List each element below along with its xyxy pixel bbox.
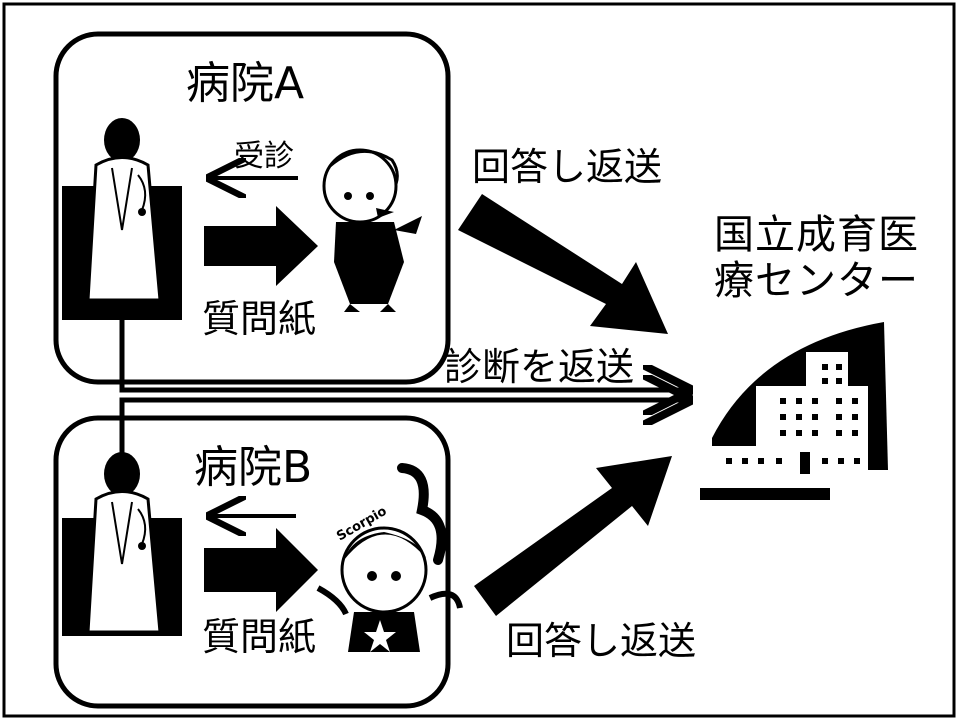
return-arrow-b	[474, 456, 672, 616]
hospital-b-title: 病院B	[194, 442, 313, 493]
hospital-a-title: 病院A	[186, 58, 305, 109]
patient-b-icon	[316, 463, 463, 652]
visit-label-a: 受診	[234, 139, 294, 174]
questionnaire-arrow-b	[204, 528, 318, 612]
patient-a-icon	[322, 148, 422, 312]
center-name: 国立成育医 療センター	[714, 212, 919, 304]
questionnaire-label-b: 質問紙	[202, 615, 317, 659]
center-name-line2: 療センター	[714, 258, 919, 304]
hospital-building-icon	[700, 322, 888, 500]
center-name-line1: 国立成育医	[714, 212, 919, 258]
hospital-b-box	[53, 415, 451, 709]
diagnosis-line-a	[119, 305, 688, 390]
return-arrow-a	[458, 194, 668, 334]
return-label-a: 回答し返送	[472, 145, 663, 189]
hospital-a-box	[53, 31, 451, 385]
doctor-b-icon	[62, 452, 182, 636]
questionnaire-arrow-a	[204, 206, 318, 286]
questionnaire-label-a: 質問紙	[202, 297, 317, 341]
diagnosis-label: 診断を返送	[444, 345, 635, 389]
return-label-b: 回答し返送	[506, 619, 697, 663]
diagnosis-line-b	[119, 400, 688, 455]
doctor-a-icon	[62, 118, 182, 320]
